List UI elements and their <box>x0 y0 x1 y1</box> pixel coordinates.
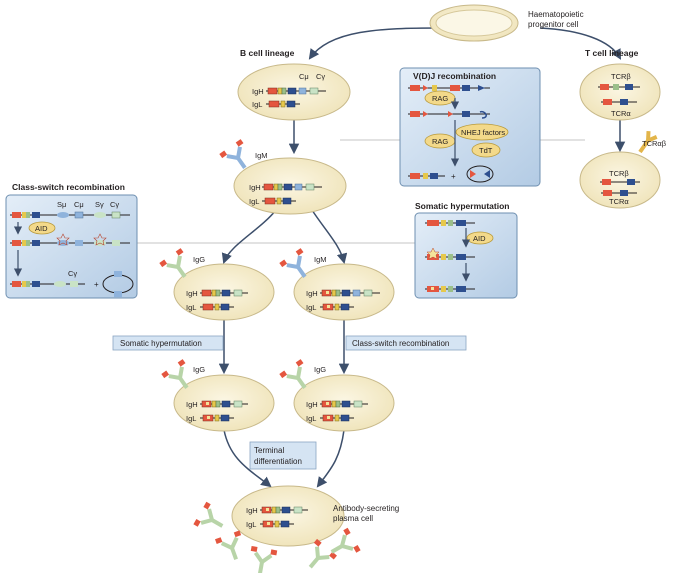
csr-plus: + <box>94 280 99 289</box>
nhej-label: NHEJ factors <box>461 128 505 137</box>
igl-label-4: IgL <box>306 303 316 312</box>
vdj-panel: V(D)J recombination RAG RAG NHEJ factors… <box>399 67 541 187</box>
step-csr-box: Class-switch recombination <box>345 335 467 351</box>
vdj-plus: + <box>451 172 456 181</box>
step-csr-label: Class-switch recombination <box>352 339 449 348</box>
igg-cell-right-switched: IgH IgL IgG <box>277 357 395 432</box>
tcra-label: TCRα <box>611 109 631 118</box>
cgamma-label-2: Cγ <box>110 200 119 209</box>
igl-label: IgL <box>252 100 262 109</box>
smu-label: Sμ <box>57 200 66 209</box>
tcrb-label: TCRβ <box>611 72 631 81</box>
b-lineage-cell: Cμ Cγ IgH IgL <box>237 63 351 121</box>
plasma-cell: IgH IgL Antibody-secreting plasma cell <box>231 485 399 547</box>
igl-label-5: IgL <box>186 414 196 423</box>
step-terminal-box: Terminal differentiation <box>249 441 317 470</box>
t-lineage-cell: TCRβ TCRα <box>579 63 661 121</box>
step-shm-label: Somatic hypermutation <box>120 339 202 348</box>
igh-label-3: IgH <box>186 289 198 298</box>
aid-label-1: AID <box>35 224 48 233</box>
t-cell-mature: TCRβ TCRα TCRαβ <box>579 131 667 209</box>
t-lineage-title: T cell lineage <box>585 48 639 58</box>
csr-panel: Sμ Cμ Sγ Cγ AID Cγ + <box>5 194 138 299</box>
rag-label-2: RAG <box>432 137 448 146</box>
shm-title: Somatic hypermutation <box>415 201 509 211</box>
b-lineage-title: B cell lineage <box>240 48 295 58</box>
rag-label-1: RAG <box>432 94 448 103</box>
vdj-title: V(D)J recombination <box>413 71 496 81</box>
sgamma-label: Sγ <box>95 200 104 209</box>
cgamma-label: Cγ <box>316 72 325 81</box>
igh-label-7: IgH <box>246 506 258 515</box>
progenitor-label-line2: progenitor cell <box>528 20 578 29</box>
igl-label-2: IgL <box>249 197 259 206</box>
progenitor-cell: Haematopoietic progenitor cell <box>429 4 584 42</box>
igh-label: IgH <box>252 87 264 96</box>
igg-label-1: IgG <box>193 255 205 264</box>
igg-cell-left-mutated: IgH IgL IgG <box>159 357 275 432</box>
step-terminal-line1: Terminal <box>254 446 284 455</box>
step-shm-box: Somatic hypermutation <box>112 335 224 351</box>
igl-label-7: IgL <box>246 520 256 529</box>
tcrab-label: TCRαβ <box>642 139 667 148</box>
step-terminal-line2: differentiation <box>254 457 302 466</box>
cmu-label: Cμ <box>299 72 309 81</box>
shm-panel: AID <box>414 212 518 299</box>
igl-label-3: IgL <box>186 303 196 312</box>
igh-label-5: IgH <box>186 400 198 409</box>
igh-label-6: IgH <box>306 400 318 409</box>
flow-arrows <box>218 27 626 488</box>
igg-label-2: IgG <box>193 365 205 374</box>
igg-label-3: IgG <box>314 365 326 374</box>
tcra-label-2: TCRα <box>609 197 629 206</box>
cmu-label-2: Cμ <box>74 200 84 209</box>
plasma-label-line1: Antibody-secreting <box>333 504 399 513</box>
csr-title: Class-switch recombination <box>12 182 125 192</box>
tdt-label: TdT <box>479 146 493 155</box>
igm-b-cell: IgH IgL IgM <box>217 137 347 215</box>
tcrb-label-2: TCRβ <box>609 169 629 178</box>
igm-label-1: IgM <box>255 151 268 160</box>
igg-cell-left: IgH IgL IgG <box>157 246 275 321</box>
igm-label-2: IgM <box>314 255 327 264</box>
plasma-label-line2: plasma cell <box>333 514 373 523</box>
igh-label-4: IgH <box>306 289 318 298</box>
progenitor-label-line1: Haematopoietic <box>528 10 584 19</box>
igl-label-6: IgL <box>306 414 316 423</box>
cgamma-label-3: Cγ <box>68 269 77 278</box>
aid-label-2: AID <box>473 234 486 243</box>
igm-cell-right: IgH IgL IgM <box>277 246 395 321</box>
igh-label-2: IgH <box>249 183 261 192</box>
